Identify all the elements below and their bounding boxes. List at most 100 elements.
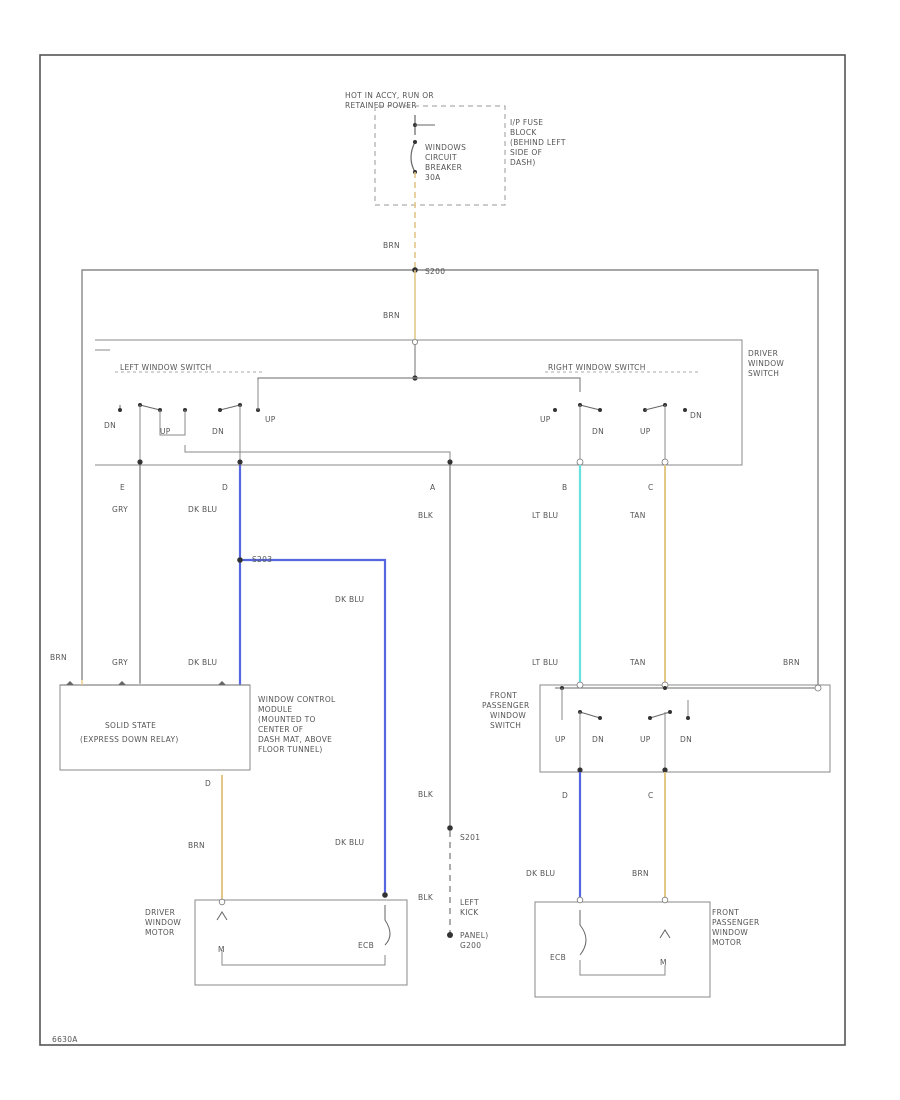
brn-label-right: BRN [783,658,800,667]
breaker-label-4: 30A [425,173,441,182]
feed-terminal [411,338,418,345]
splice-s200-label: S200 [425,267,445,276]
left-blade-1 [139,404,161,411]
driver-motor-outline [194,899,408,986]
passenger-motor-ecb-label: ECB [550,953,566,962]
module-connector-gry [118,681,126,685]
terminal-e [137,459,143,465]
module-label-1: WINDOW CONTROL [258,695,336,704]
driver-motor-ecb-label: ECB [358,941,374,950]
hot-at-label: HOT IN ACCY, RUN OR [345,91,434,100]
blk-label-top: BLK [418,511,434,520]
lt-blu-label-bottom: LT BLU [532,658,558,667]
tan-label-bottom: TAN [629,658,646,667]
left-cross-link [159,410,186,436]
module-label-6: FLOOR TUNNEL) [258,745,323,754]
circuit-breaker-symbol [410,141,416,173]
pin-e-label: E [120,483,125,492]
pin-a-label: A [430,483,436,492]
fuse-block-label-4: SIDE OF [510,148,542,157]
brn-label-passenger: BRN [632,869,649,878]
passenger-contact-3 [648,716,652,720]
passenger-motor-outline [534,901,711,998]
passenger-up-label-2: UP [640,735,651,744]
breaker-label-3: BREAKER [425,163,462,172]
fuse-block-label-2: BLOCK [510,128,537,137]
passenger-motor-label-4: MOTOR [712,938,742,947]
module-label-2: MODULE [258,705,292,714]
passenger-motor-ecb-symbol [579,910,587,956]
dk-blu-label-branch: DK BLU [335,595,364,604]
driver-motor-contact [216,911,228,921]
dk-blu-label-motor: DK BLU [335,838,364,847]
passenger-contact-5 [686,716,690,720]
right-contact-dot-6 [683,408,687,412]
driver-motor-label-3: MOTOR [145,928,175,937]
window-control-module: SOLID STATE (EXPRESS DOWN RELAY) WINDOW … [59,680,336,788]
left-switch-contacts: DN UP DN UP [104,380,451,465]
left-contact-dot-5 [218,408,222,412]
passenger-motor-terminal-1 [576,896,584,904]
module-label-5: DASH MAT, ABOVE [258,735,332,744]
passenger-pin-d-label: D [562,791,568,800]
front-passenger-window-motor: ECB M FRONT PASSENGER WINDOW MOTOR [534,896,760,998]
passenger-switch-outline [539,684,831,773]
passenger-switch-terminal-b [576,681,584,689]
fuse-block-label-3: (BEHIND LEFT [510,138,566,147]
driver-switch-outline [95,339,743,466]
passenger-motor-label-2: PASSENGER [712,918,760,927]
gry-label-top: GRY [112,505,128,514]
splice-s203-label: S203 [252,555,272,564]
passenger-up-label: UP [555,735,566,744]
passenger-motor-label-1: FRONT [712,908,739,917]
module-label-3: (MOUNTED TO [258,715,316,724]
left-window-switch-label: LEFT WINDOW SWITCH [120,363,212,372]
left-up-label-2: UP [265,415,276,424]
passenger-dn-label-2: DN [680,735,692,744]
breaker-label-1: WINDOWS [425,143,466,152]
solid-state-label: SOLID STATE [105,721,156,730]
brn-label-top: BRN [383,241,400,250]
dk-blu-wire-branch [240,558,387,895]
ground-label-2: KICK [460,908,479,917]
diagram-frame [39,54,846,1046]
breaker-label-2: CIRCUIT [425,153,457,162]
passenger-switch-feed-terminal [814,684,822,692]
module-connector-dkblu [218,681,226,685]
driver-switch-label-1: DRIVER [748,349,778,358]
passenger-terminal-c [662,767,668,773]
splice-s201-label: S201 [460,833,480,842]
ground-label-3: PANEL) [460,931,488,940]
passenger-motor-loop [579,960,666,976]
blk-label-mid: BLK [418,790,434,799]
terminal-b [576,458,584,466]
driver-motor-terminal-1 [218,898,226,906]
right-contact-dot-1 [553,408,557,412]
blk-label-bottom: BLK [418,893,434,902]
driver-motor-label-2: WINDOW [145,918,181,927]
passenger-contact-2 [598,716,602,720]
driver-motor-label-1: DRIVER [145,908,175,917]
dk-blu-label-top: DK BLU [188,505,217,514]
left-dn-label-2: DN [212,427,224,436]
passenger-switch-label-1: FRONT [490,691,517,700]
right-up-label: UP [540,415,551,424]
ground-g200 [447,932,453,938]
passenger-motor-contact [659,929,671,939]
passenger-motor-terminal-2 [661,896,669,904]
front-passenger-window-switch: UP DN UP DN FRONT PASSENGER WINDOW SWITC… [482,681,831,773]
driver-motor-loop [221,950,386,966]
driver-motor-ecb-symbol [384,905,391,946]
brn-label-driver-motor: BRN [188,841,205,850]
passenger-switch-label-4: SWITCH [490,721,521,730]
gry-label-bottom: GRY [112,658,128,667]
passenger-pin-c-label: C [648,791,654,800]
right-dn-label: DN [592,427,604,436]
module-pin-d-label: D [205,779,211,788]
brn-label-left: BRN [50,653,67,662]
diagram-code: 6630A [52,1035,78,1044]
fuse-block-label-5: DASH) [510,158,536,167]
left-contact-dot-1 [118,408,122,412]
pin-c-label: C [648,483,654,492]
